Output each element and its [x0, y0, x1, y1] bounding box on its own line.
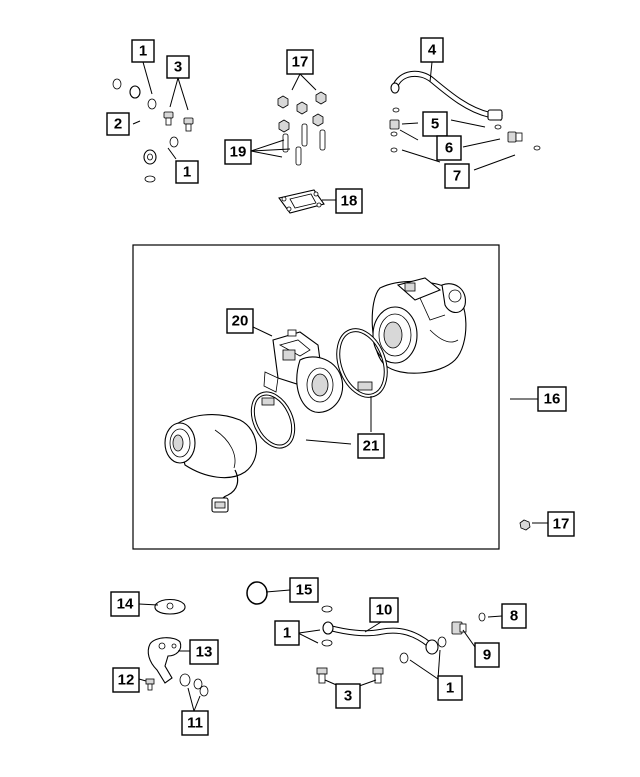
oil-feed-line-group [112, 78, 194, 183]
drain-tube-group [145, 598, 209, 697]
svg-text:18: 18 [341, 193, 358, 210]
callout-17-right: 17 [547, 511, 575, 537]
coolant-line-group [246, 581, 486, 684]
callout-13: 13 [189, 639, 219, 665]
svg-text:3: 3 [344, 688, 352, 705]
callout-5: 5 [422, 111, 448, 137]
studs-nuts-gasket-group [277, 91, 327, 214]
callout-4: 4 [420, 37, 444, 63]
turbocharger-body [371, 277, 467, 374]
callout-11: 11 [181, 710, 209, 736]
svg-text:2: 2 [114, 116, 122, 133]
turbocharger-assembly-frame [132, 244, 500, 550]
svg-text:12: 12 [118, 672, 135, 689]
callout-2: 2 [106, 112, 130, 136]
exhaust-valve-actuator [263, 329, 344, 413]
callout-9: 9 [474, 642, 500, 668]
svg-text:21: 21 [363, 438, 380, 455]
svg-text:14: 14 [117, 596, 134, 613]
callout-17-top: 17 [286, 49, 314, 75]
svg-text:5: 5 [431, 116, 439, 133]
callout-1-mid: 1 [175, 160, 199, 184]
oil-return-line-group [389, 70, 541, 153]
v-band-clamp-lower [250, 391, 296, 449]
svg-text:16: 16 [544, 391, 561, 408]
callout-12: 12 [112, 667, 140, 693]
svg-text:8: 8 [510, 608, 518, 625]
callout-20: 20 [226, 308, 254, 334]
svg-text:13: 13 [196, 644, 213, 661]
callout-6: 6 [436, 135, 462, 161]
svg-text:1: 1 [446, 680, 454, 697]
callout-10: 10 [369, 597, 399, 623]
svg-text:17: 17 [553, 516, 570, 533]
svg-text:1: 1 [183, 164, 191, 181]
callout-16: 16 [537, 386, 567, 412]
svg-text:20: 20 [232, 313, 249, 330]
svg-text:19: 19 [230, 144, 247, 161]
svg-text:6: 6 [445, 140, 453, 157]
svg-text:1: 1 [139, 43, 147, 60]
svg-text:11: 11 [187, 715, 203, 732]
callout-19: 19 [224, 139, 252, 165]
callout-15: 15 [289, 577, 319, 603]
svg-text:1: 1 [283, 625, 291, 642]
svg-text:9: 9 [483, 647, 491, 664]
callout-21: 21 [357, 433, 385, 459]
callout-1-top: 1 [131, 39, 155, 63]
callout-14: 14 [110, 591, 140, 617]
svg-text:4: 4 [428, 42, 437, 59]
svg-text:7: 7 [453, 168, 461, 185]
svg-text:10: 10 [376, 602, 393, 619]
callout-3-top: 3 [166, 55, 190, 79]
callout-1-bottom-left: 1 [274, 620, 300, 646]
svg-text:15: 15 [296, 582, 313, 599]
svg-text:17: 17 [292, 54, 309, 71]
callout-3-bottom: 3 [335, 683, 361, 709]
callout-8: 8 [501, 603, 527, 629]
callout-1-bottom-right: 1 [437, 675, 463, 701]
svg-text:3: 3 [174, 59, 182, 76]
callout-18: 18 [335, 188, 363, 214]
v-band-clamp-upper [336, 328, 388, 398]
callout-7: 7 [444, 163, 470, 189]
nut-part [519, 519, 531, 531]
turbine-outlet-elbow [164, 414, 258, 513]
